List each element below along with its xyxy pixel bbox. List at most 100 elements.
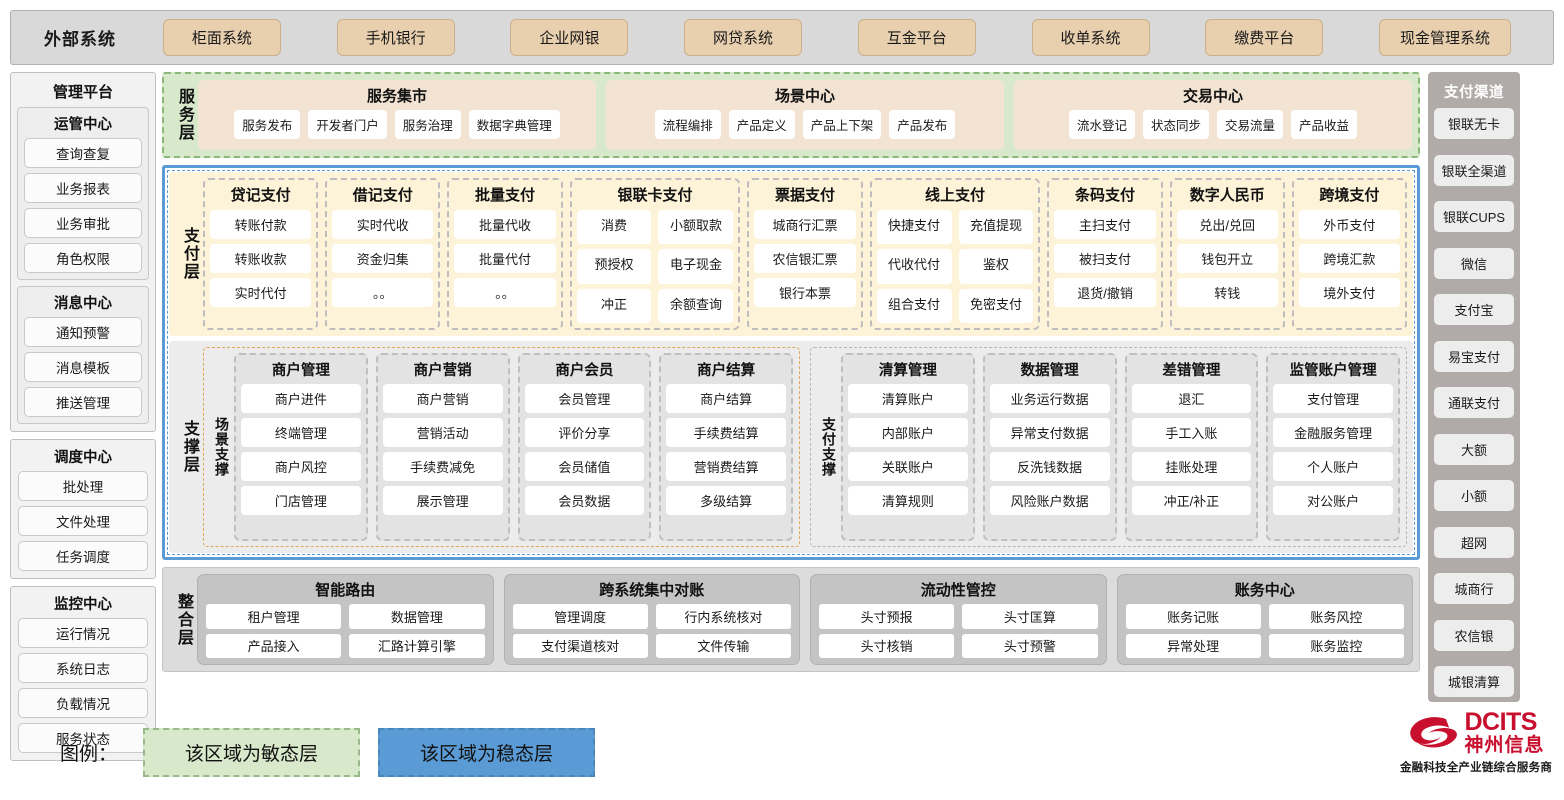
service-item[interactable]: 流程编排 — [654, 110, 721, 139]
service-item[interactable]: 服务发布 — [234, 110, 301, 139]
management-item[interactable]: 系统日志 — [18, 653, 148, 683]
service-item[interactable]: 服务治理 — [394, 110, 461, 139]
integration-item[interactable]: 文件传输 — [655, 633, 791, 658]
payment-channel-item[interactable]: 城商行 — [1434, 573, 1514, 604]
external-system-chip[interactable]: 收单系统 — [1031, 19, 1150, 56]
service-item[interactable]: 产品定义 — [728, 110, 795, 139]
service-item[interactable]: 产品发布 — [889, 110, 956, 139]
payment-item[interactable]: 。。 — [454, 278, 556, 307]
payment-item[interactable]: 余额查询 — [658, 288, 734, 323]
support-item[interactable]: 终端管理 — [241, 418, 361, 447]
external-system-chip[interactable]: 手机银行 — [336, 19, 455, 56]
payment-item[interactable]: 快捷支付 — [876, 210, 952, 245]
support-item[interactable]: 清算规则 — [848, 486, 968, 515]
external-system-chip[interactable]: 柜面系统 — [162, 19, 281, 56]
support-item[interactable]: 异常支付数据 — [989, 418, 1110, 447]
management-item[interactable]: 角色权限 — [24, 243, 142, 273]
payment-item[interactable]: 组合支付 — [876, 288, 952, 323]
payment-item[interactable]: 鉴权 — [958, 249, 1034, 284]
support-item[interactable]: 对公账户 — [1273, 486, 1393, 515]
payment-item[interactable]: 代收代付 — [876, 249, 952, 284]
payment-item[interactable]: 充值提现 — [958, 210, 1034, 245]
service-item[interactable]: 状态同步 — [1142, 110, 1209, 139]
service-item[interactable]: 交易流量 — [1217, 110, 1284, 139]
payment-item[interactable]: 城商行汇票 — [754, 210, 856, 239]
payment-channel-item[interactable]: 银联CUPS — [1434, 201, 1514, 232]
payment-channel-item[interactable]: 超网 — [1434, 526, 1514, 558]
support-item[interactable]: 反洗钱数据 — [989, 452, 1110, 481]
payment-item[interactable]: 资金归集 — [332, 244, 434, 273]
management-item[interactable]: 业务审批 — [24, 208, 142, 238]
payment-channel-item[interactable]: 小额 — [1434, 480, 1514, 511]
management-item[interactable]: 批处理 — [18, 471, 148, 501]
payment-channel-item[interactable]: 城银清算 — [1434, 666, 1514, 697]
integration-item[interactable]: 支付渠道核对 — [512, 633, 648, 658]
support-item[interactable]: 手工入账 — [1131, 418, 1252, 447]
support-item[interactable]: 商户营销 — [382, 384, 503, 413]
payment-item[interactable]: 退货/撤销 — [1054, 278, 1156, 307]
support-item[interactable]: 商户结算 — [666, 384, 786, 413]
service-item[interactable]: 产品收益 — [1291, 110, 1358, 139]
payment-item[interactable]: 境外支付 — [1298, 278, 1400, 307]
payment-channel-item[interactable]: 农信银 — [1434, 619, 1514, 651]
payment-item[interactable]: 免密支付 — [958, 288, 1034, 323]
payment-item[interactable]: 批量代付 — [454, 244, 556, 273]
integration-item[interactable]: 管理调度 — [512, 604, 648, 629]
management-item[interactable]: 推送管理 — [24, 387, 142, 417]
management-item[interactable]: 负载情况 — [18, 688, 148, 718]
payment-item[interactable]: 预授权 — [576, 249, 652, 284]
payment-item[interactable]: 被扫支付 — [1054, 244, 1156, 273]
support-item[interactable]: 退汇 — [1131, 384, 1252, 413]
management-item[interactable]: 服务状态 — [18, 723, 148, 753]
support-item[interactable]: 业务运行数据 — [989, 384, 1110, 413]
support-item[interactable]: 会员数据 — [524, 486, 645, 515]
payment-item[interactable]: 转钱 — [1176, 278, 1278, 307]
payment-channel-item[interactable]: 通联支付 — [1434, 387, 1514, 418]
payment-item[interactable]: 小额取款 — [658, 210, 734, 245]
management-item[interactable]: 任务调度 — [18, 541, 148, 571]
integration-item[interactable]: 异常处理 — [1125, 633, 1261, 658]
external-system-chip[interactable]: 缴费平台 — [1205, 19, 1324, 56]
payment-item[interactable]: 主扫支付 — [1054, 210, 1156, 239]
service-item[interactable]: 开发者门户 — [308, 110, 387, 139]
support-item[interactable]: 会员管理 — [524, 384, 645, 413]
integration-item[interactable]: 账务监控 — [1268, 633, 1404, 658]
integration-item[interactable]: 头寸预报 — [819, 604, 955, 629]
payment-item[interactable]: 批量代收 — [454, 210, 556, 239]
external-system-chip[interactable]: 现金管理系统 — [1379, 19, 1512, 56]
integration-item[interactable]: 账务风控 — [1268, 604, 1404, 629]
support-item[interactable]: 风险账户数据 — [989, 486, 1110, 515]
payment-item[interactable]: 冲正 — [576, 288, 652, 323]
payment-channel-item[interactable]: 支付宝 — [1434, 294, 1514, 325]
integration-item[interactable]: 头寸核销 — [819, 633, 955, 658]
support-item[interactable]: 商户进件 — [241, 384, 361, 413]
support-item[interactable]: 多级结算 — [666, 486, 786, 515]
support-item[interactable]: 个人账户 — [1273, 452, 1393, 481]
integration-item[interactable]: 头寸预警 — [962, 633, 1098, 658]
payment-channel-item[interactable]: 易宝支付 — [1434, 340, 1514, 372]
payment-channel-item[interactable]: 银联无卡 — [1434, 108, 1514, 139]
payment-item[interactable]: 。。 — [332, 278, 434, 307]
support-item[interactable]: 营销费结算 — [666, 452, 786, 481]
integration-item[interactable]: 数据管理 — [349, 604, 485, 629]
support-item[interactable]: 展示管理 — [382, 486, 503, 515]
payment-item[interactable]: 兑出/兑回 — [1176, 210, 1278, 239]
support-item[interactable]: 会员储值 — [524, 452, 645, 481]
service-item[interactable]: 数据字典管理 — [468, 110, 560, 139]
support-item[interactable]: 金融服务管理 — [1273, 418, 1393, 447]
support-item[interactable]: 手续费减免 — [382, 452, 503, 481]
payment-item[interactable]: 银行本票 — [754, 278, 856, 307]
payment-item[interactable]: 电子现金 — [658, 249, 734, 284]
payment-item[interactable]: 实时代付 — [210, 278, 312, 307]
management-item[interactable]: 通知预警 — [24, 317, 142, 347]
integration-item[interactable]: 账务记账 — [1125, 604, 1261, 629]
payment-item[interactable]: 转账收款 — [210, 244, 312, 273]
support-item[interactable]: 商户风控 — [241, 452, 361, 481]
management-item[interactable]: 业务报表 — [24, 173, 142, 203]
external-system-chip[interactable]: 企业网银 — [510, 19, 629, 56]
support-item[interactable]: 关联账户 — [848, 452, 968, 481]
management-item[interactable]: 消息模板 — [24, 352, 142, 382]
integration-item[interactable]: 租户管理 — [206, 604, 342, 629]
support-item[interactable]: 营销活动 — [382, 418, 503, 447]
support-item[interactable]: 评价分享 — [524, 418, 645, 447]
